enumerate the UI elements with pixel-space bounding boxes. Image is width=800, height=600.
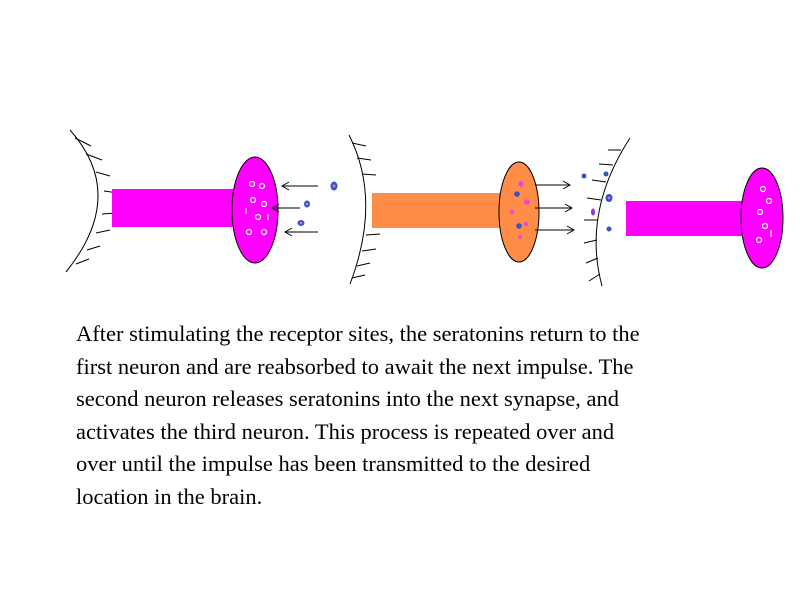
caption-line: location in the brain. <box>76 483 263 509</box>
third-neuron-terminal <box>740 167 784 269</box>
first-neuron-vesicles <box>245 180 269 236</box>
first-neuron-terminal <box>231 156 279 264</box>
second-synapse-serotonin <box>581 171 613 232</box>
reuptake-arrows <box>270 181 318 237</box>
first-neuron-membrane <box>65 129 99 273</box>
third-neuron-axon <box>626 201 756 236</box>
second-neuron-hairs <box>351 142 381 279</box>
third-neuron <box>583 137 784 287</box>
first-synapse-serotonin <box>297 181 338 226</box>
second-neuron-axon <box>372 193 508 228</box>
third-neuron-membrane <box>595 137 631 287</box>
caption-line: first neuron and are reabsorbed to await… <box>76 353 634 379</box>
caption-line: After stimulating the receptor sites, th… <box>76 321 640 346</box>
synapse-diagram <box>65 129 784 287</box>
second-neuron-vesicles <box>509 181 530 239</box>
second-neuron <box>348 134 540 285</box>
third-neuron-vesicles <box>755 185 773 244</box>
first-neuron-axon <box>112 189 248 227</box>
second-neuron-terminal <box>498 161 540 263</box>
caption-line: activates the third neuron. This process… <box>76 418 615 444</box>
first-neuron <box>65 129 279 273</box>
first-neuron-hairs <box>74 137 119 265</box>
second-neuron-membrane <box>348 134 367 285</box>
third-neuron-hairs <box>583 149 621 282</box>
description-text: After stimulating the receptor sites, th… <box>76 318 766 513</box>
caption-line: second neuron releases seratonins into t… <box>76 386 619 411</box>
release-arrows <box>535 180 576 235</box>
caption-line: over until the impulse has been transmit… <box>76 451 591 476</box>
